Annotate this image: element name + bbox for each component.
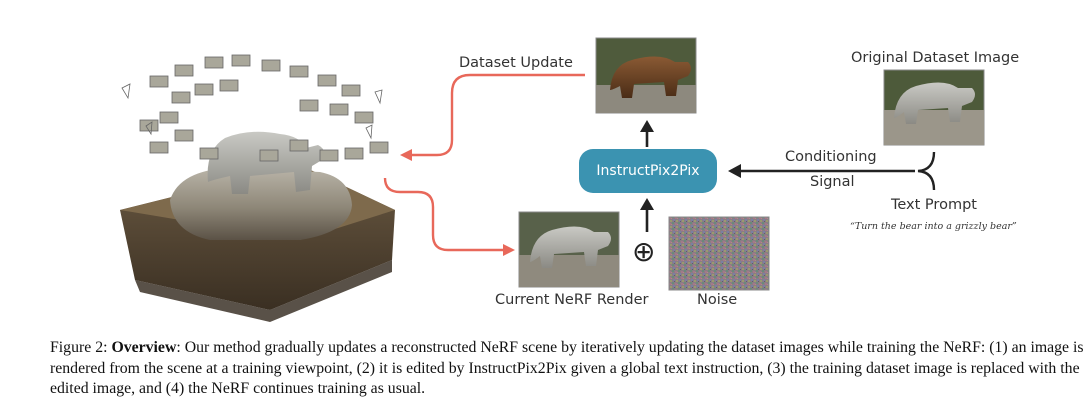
caption-figure-label: Figure 2:	[50, 339, 112, 356]
signal-label: Signal	[810, 174, 855, 190]
text-prompt-label: Text Prompt	[891, 197, 977, 213]
instructpix2pix-box: InstructPix2Pix	[579, 149, 717, 193]
edited-image	[595, 37, 697, 114]
noise-label: Noise	[697, 292, 738, 308]
current-nerf-render-label: Current NeRF Render	[495, 292, 649, 308]
original-dataset-image	[883, 69, 985, 146]
add-noise-icon: ⊕	[632, 235, 656, 268]
camera-viewpoints	[121, 54, 389, 162]
original-dataset-image-label: Original Dataset Image	[851, 50, 1020, 66]
conditioning-brace	[917, 151, 936, 191]
current-nerf-render-image	[518, 211, 620, 288]
caption-bold-term: Overview	[111, 339, 177, 356]
caption-text: : Our method gradually updates a reconst…	[50, 339, 1084, 397]
noise-image	[668, 216, 770, 291]
nerf-scene	[120, 131, 395, 322]
conditioning-label: Conditioning	[785, 149, 877, 165]
figure-caption: Figure 2: Overview: Our method gradually…	[50, 338, 1090, 400]
text-prompt-value: “Turn the bear into a grizzly bear”	[850, 221, 1017, 232]
dataset-update-label: Dataset Update	[459, 55, 573, 71]
dataset-update-arrow	[410, 73, 585, 157]
red-arrows	[383, 73, 585, 252]
render-arrow	[383, 177, 505, 252]
dark-arrows	[640, 120, 915, 232]
arrowhead-to-render	[503, 244, 515, 256]
arrowhead-to-nerf	[400, 149, 412, 161]
